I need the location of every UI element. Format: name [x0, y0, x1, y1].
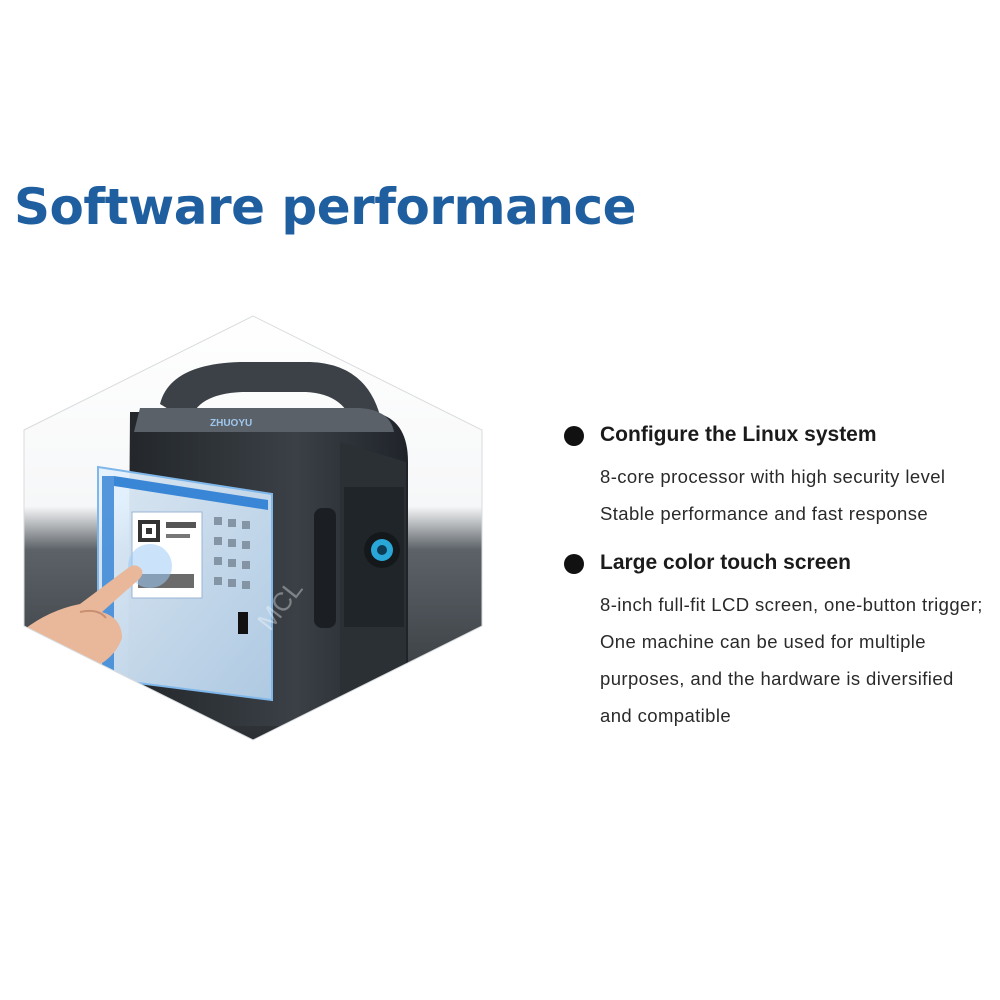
feature-item-touch-screen: Large color touch screen 8-inch full-fit…	[560, 548, 990, 734]
feature-title: Configure the Linux system	[600, 423, 877, 446]
brand-label: ZHUOYU	[210, 418, 252, 429]
bullet-icon	[564, 554, 584, 574]
bullet-icon	[564, 426, 584, 446]
feature-list: Configure the Linux system 8-core proces…	[560, 420, 990, 750]
product-hero-image: ZHUOYU	[10, 312, 496, 744]
feature-description: 8-inch full-fit LCD screen, one-button t…	[600, 594, 983, 726]
feature-description: 8-core processor with high security leve…	[600, 466, 946, 524]
page-title: Software performance	[14, 178, 637, 236]
feature-title: Large color touch screen	[600, 551, 851, 574]
feature-item-linux: Configure the Linux system 8-core proces…	[560, 420, 990, 532]
